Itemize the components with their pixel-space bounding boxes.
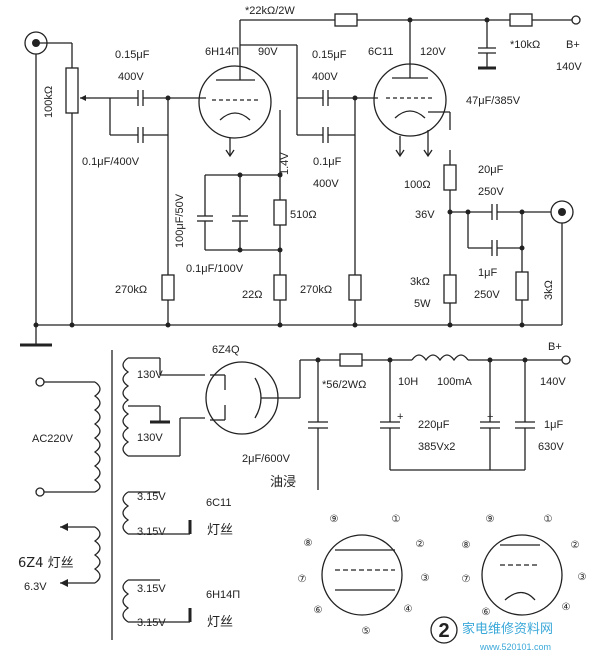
heater2-tube-label: 6H14П — [206, 589, 240, 601]
pin-5: ⑤ — [362, 626, 371, 637]
pinout-6h14p — [481, 534, 563, 616]
bplus-psu-voltage: 140V — [540, 376, 566, 388]
stage1-grid-resistor-label: 270kΩ — [115, 284, 147, 296]
stage2-load-resistor-label: 3kΩ — [410, 276, 430, 288]
out-cap-label: 1μF — [544, 419, 563, 431]
tube1-label: 6H14П — [205, 46, 239, 58]
watermark-url: www.520101.com — [479, 642, 551, 652]
main-cap-label: 220μF — [418, 419, 450, 431]
pin-1: ① — [392, 514, 401, 525]
watermark-text: 家电维修资料网 — [462, 621, 553, 637]
tube-6c11 — [373, 63, 447, 137]
choke-current: 100mA — [437, 376, 473, 388]
pin-6b: ⑥ — [482, 607, 491, 618]
input-cap1-label: 0.15μF — [115, 49, 150, 61]
out-cap-voltage: 630V — [538, 441, 564, 453]
secondary1-label: 130V — [137, 369, 163, 381]
pin-4b: ④ — [562, 602, 571, 613]
main-cap-voltage: 385Vx2 — [418, 441, 455, 453]
heater2b-label: 3.15V — [137, 617, 166, 629]
heater2a-label: 3.15V — [137, 583, 166, 595]
input-cap1-voltage: 400V — [118, 71, 144, 83]
output-jack — [550, 200, 574, 325]
feed-resistor-label: *22kΩ/2W — [245, 5, 295, 17]
choke-label: 10H — [398, 376, 418, 388]
heater2-text: 灯丝 — [207, 615, 233, 630]
rect-heater-label: 6Z4 灯丝 — [18, 556, 74, 571]
pin-8: ⑧ — [304, 538, 313, 549]
heater1b-label: 3.15V — [137, 526, 166, 538]
figure-number: 2 — [438, 620, 449, 642]
stage1-cathode-cap2-label: 0.1μF/100V — [186, 263, 244, 275]
plus-mark: + — [487, 411, 493, 423]
rectifier-label: 6Z4Q — [212, 344, 240, 356]
stage1-cathode-voltage: 1.4V — [279, 152, 291, 175]
tube1-plate-voltage: 90V — [258, 46, 278, 58]
output-cap2-voltage: 250V — [474, 289, 500, 301]
series-resistor-label: *56/2WΩ — [322, 379, 366, 391]
stage2-cathode-voltage: 36V — [415, 209, 435, 221]
pin-7b: ⑦ — [462, 574, 471, 585]
stage2-load-resistor-watt: 5W — [414, 298, 431, 310]
pin-4: ④ — [404, 604, 413, 615]
pin-3b: ③ — [578, 572, 587, 583]
tube2-plate-voltage: 120V — [420, 46, 446, 58]
bplus-top-label: B+ — [566, 39, 580, 51]
pin-7: ⑦ — [298, 574, 307, 585]
input-cap-label: 2μF/600V — [242, 453, 291, 465]
pin-9: ⑨ — [330, 514, 339, 525]
pin-2: ② — [416, 539, 425, 550]
stage1-22ohm-label: 22Ω — [242, 289, 262, 301]
pin-9b: ⑨ — [486, 514, 495, 525]
output-cap1-voltage: 250V — [478, 186, 504, 198]
pin-6: ⑥ — [314, 605, 323, 616]
pinout-6c11 — [321, 534, 403, 616]
input-cap2-label: 0.1μF/400V — [82, 156, 140, 168]
coupling-cap1-label: 0.15μF — [312, 49, 347, 61]
rect-heater-voltage: 6.3V — [24, 581, 47, 593]
coupling-cap2-label: 0.1μF — [313, 156, 342, 168]
stage2-100ohm-label: 100Ω — [404, 179, 431, 191]
supply-resistor-label: *10kΩ — [510, 39, 540, 51]
stage2-grid-resistor-label: 270kΩ — [300, 284, 332, 296]
volume-potentiometer — [65, 43, 90, 325]
pin-3: ③ — [421, 573, 430, 584]
plus-mark: + — [397, 411, 403, 423]
pin-2b: ② — [571, 540, 580, 551]
secondary2-label: 130V — [137, 432, 163, 444]
heater1a-label: 3.15V — [137, 491, 166, 503]
pin-8b: ⑧ — [462, 540, 471, 551]
mains-label: AC220V — [32, 433, 74, 445]
pot-label: 100kΩ — [43, 86, 55, 118]
filter-cap-label: 47μF/385V — [466, 95, 521, 107]
heater1-text: 灯丝 — [207, 523, 233, 538]
input-cap-type: 油浸 — [270, 475, 296, 490]
bplus-psu-label: B+ — [548, 341, 562, 353]
stage1-cathode-cap-label: 100μF/50V — [174, 193, 186, 248]
heater1-tube-label: 6C11 — [206, 497, 231, 509]
coupling-cap2-voltage: 400V — [313, 178, 339, 190]
rectifier-6z4 — [205, 361, 300, 435]
bplus-top-voltage: 140V — [556, 61, 582, 73]
coupling-cap1-voltage: 400V — [312, 71, 338, 83]
tube2-label: 6C11 — [368, 46, 393, 58]
tube-6h14p — [198, 65, 272, 139]
output-resistor-label: 3kΩ — [543, 280, 555, 300]
output-cap2-label: 1μF — [478, 267, 497, 279]
stage1-cathode-resistor-label: 510Ω — [290, 209, 317, 221]
output-cap1-label: 20μF — [478, 164, 504, 176]
pin-1b: ① — [544, 514, 553, 525]
